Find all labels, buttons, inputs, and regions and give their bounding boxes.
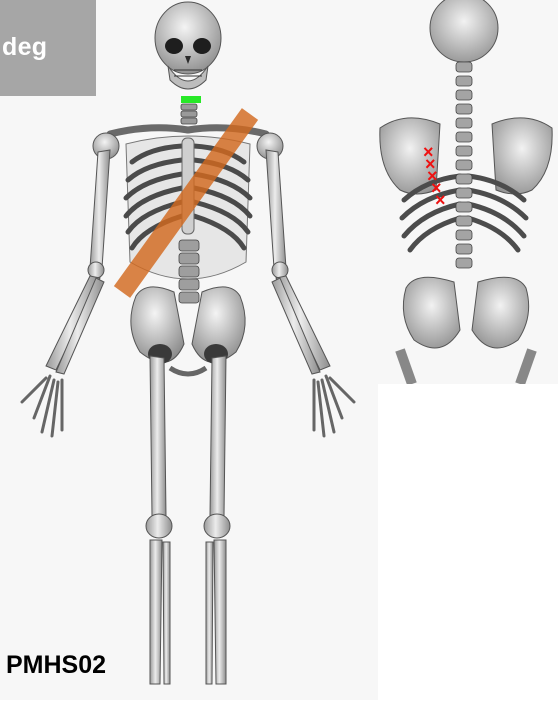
lumbar-spine <box>179 240 199 303</box>
front-view-panel <box>0 0 378 700</box>
fracture-mark-5: × <box>435 190 446 210</box>
neck-marker <box>181 96 201 103</box>
cervical-spine <box>181 104 197 124</box>
skull-back <box>430 0 498 62</box>
back-skeleton-diagram: × × × × × <box>376 0 558 384</box>
angle-badge: deg <box>0 0 96 96</box>
spine-back <box>456 62 472 268</box>
angle-label: deg <box>2 33 47 62</box>
back-view-panel: × × × × × <box>376 0 558 384</box>
front-skeleton-diagram <box>0 0 378 700</box>
subject-id-label: PMHS02 <box>6 651 106 680</box>
